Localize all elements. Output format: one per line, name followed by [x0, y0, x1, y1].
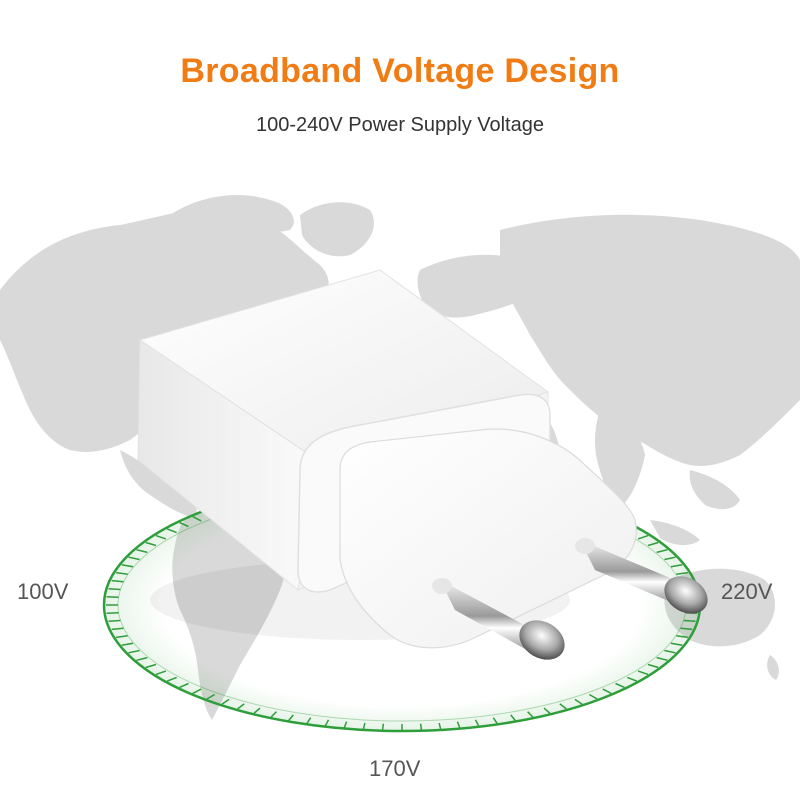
ring-tick — [527, 711, 534, 718]
ring-tick — [108, 587, 121, 591]
ring-tick — [192, 688, 202, 695]
ring-tick — [647, 541, 659, 547]
ring-tick — [111, 579, 124, 583]
ring-tick — [574, 698, 583, 705]
plug-pin-back — [575, 538, 708, 614]
ring-tick — [680, 627, 693, 631]
ring-tick — [206, 693, 216, 700]
voltage-label-100v: 100V — [17, 579, 69, 604]
plug-pin-front — [432, 578, 565, 660]
page-subtitle: 100-240V Power Supply Voltage — [256, 114, 544, 136]
ring-tick — [670, 642, 683, 646]
ring-tick — [111, 627, 124, 631]
ring-tick — [192, 515, 202, 522]
ring-tick — [683, 619, 696, 623]
voltage-label-220v: 220V — [721, 579, 773, 604]
ring-tick — [676, 571, 689, 575]
ring-tick — [615, 682, 625, 689]
ring-tick — [155, 670, 167, 676]
ring-tick — [121, 642, 134, 646]
ring-tick — [627, 676, 638, 682]
ring-tick — [670, 564, 683, 568]
ring-tick — [128, 649, 140, 654]
ring-tick — [637, 670, 649, 676]
ring-tick — [419, 723, 423, 730]
ring-tick — [362, 722, 366, 730]
ring-tick — [115, 571, 128, 575]
ring-tick — [166, 676, 177, 682]
ring-tick — [270, 711, 277, 718]
ring-tick — [155, 534, 167, 540]
ring-tick — [559, 703, 567, 710]
ring-tick — [664, 556, 676, 561]
ring-tick — [456, 721, 461, 728]
ring-tick — [656, 656, 668, 662]
ring-tick — [656, 548, 668, 554]
ring-tick — [237, 703, 245, 710]
ring-tick — [288, 714, 294, 721]
ring-tick — [438, 722, 442, 730]
ring-tick — [145, 663, 157, 669]
voltage-label-170v: 170V — [369, 756, 421, 781]
ring-tick — [676, 635, 689, 639]
ring-tick — [588, 693, 598, 700]
ring-tick — [221, 698, 230, 705]
ring-tick — [166, 528, 177, 534]
ring-tick — [510, 714, 516, 721]
page-title: Broadband Voltage Design — [180, 52, 620, 90]
ring-tick — [306, 717, 312, 724]
ring-tick — [637, 534, 649, 540]
ring-tick — [543, 707, 551, 714]
ring-tick — [253, 707, 261, 714]
ring-tick — [324, 719, 330, 727]
ring-tick — [602, 688, 612, 695]
ring-tick — [128, 556, 140, 561]
charger — [137, 269, 708, 660]
ring-tick — [343, 721, 348, 728]
ring-tick — [381, 723, 385, 730]
ring-tick — [145, 541, 157, 547]
ring-tick — [664, 649, 676, 654]
ring-tick — [647, 663, 659, 669]
ring-tick — [115, 635, 128, 639]
ring-tick — [136, 656, 148, 662]
ring-tick — [492, 717, 498, 724]
ring-tick — [108, 619, 121, 623]
ring-tick — [474, 719, 480, 727]
ring-tick — [136, 548, 148, 554]
ring-tick — [179, 521, 189, 528]
ring-tick — [179, 682, 189, 689]
ring-tick — [121, 564, 134, 568]
